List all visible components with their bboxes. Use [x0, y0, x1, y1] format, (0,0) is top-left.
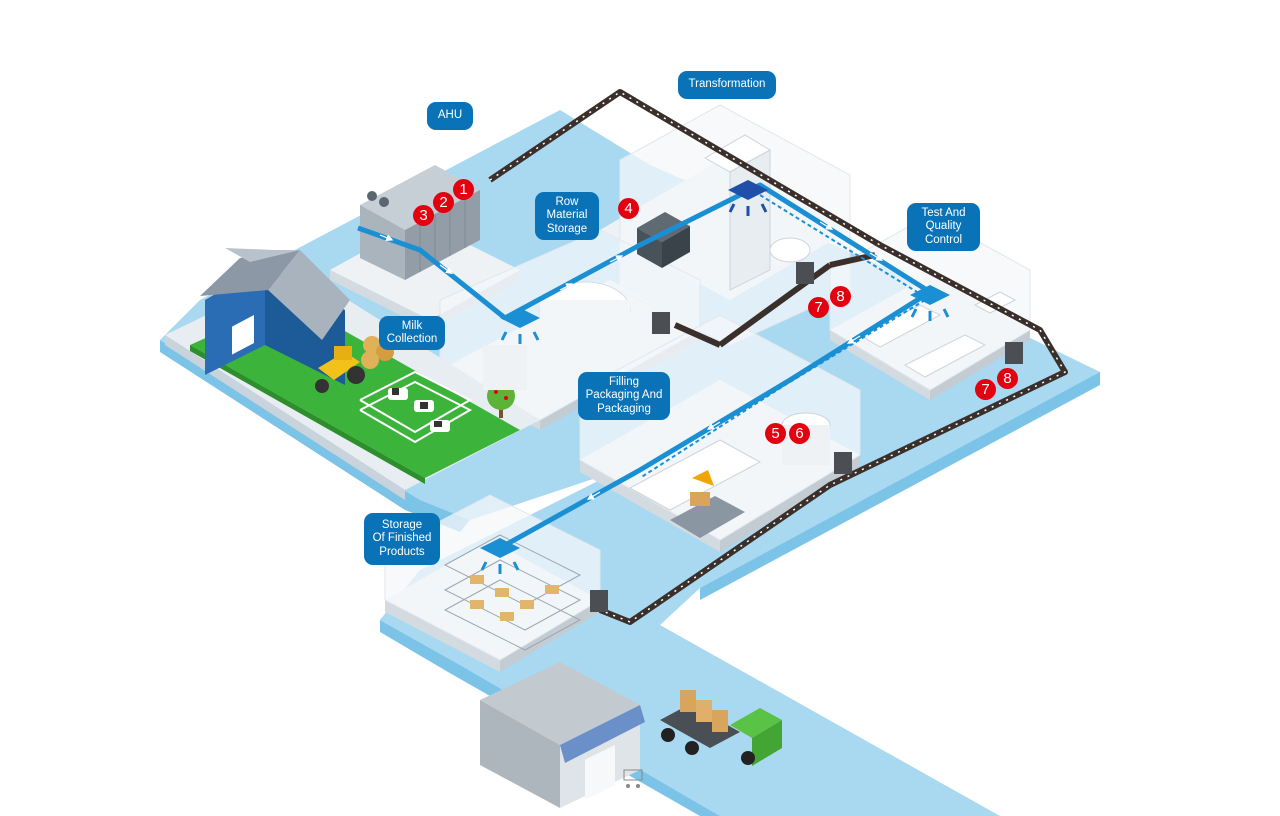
- fan-icon: [379, 197, 389, 207]
- air-diffuser-icon: [500, 308, 540, 344]
- fan-icon: [367, 191, 377, 201]
- marker-3: 3: [413, 205, 434, 226]
- marker-5: 5: [765, 423, 786, 444]
- marker-7: 7: [975, 379, 996, 400]
- cows: [388, 388, 450, 432]
- air-diffuser-icon: [480, 538, 520, 574]
- exhaust-vent-icon: [834, 452, 852, 474]
- ahu-unit: [360, 165, 480, 280]
- process-box: [637, 212, 690, 268]
- duct-flow-arrows: [379, 221, 884, 500]
- shopping-cart-icon: [623, 769, 643, 788]
- storage-tanks: [483, 281, 631, 390]
- tractor: [315, 336, 394, 393]
- label-transformation: Transformation: [678, 71, 776, 99]
- exhaust-vent-icon: [796, 262, 814, 284]
- exhaust-vent-icon: [1005, 342, 1023, 364]
- exhaust-vent-icon: [590, 590, 608, 612]
- exhaust-vents: [590, 262, 1023, 612]
- marker-2: 2: [433, 192, 454, 213]
- delivery-truck: [660, 690, 782, 766]
- product-boxes: [470, 575, 559, 621]
- cow-icon: [430, 420, 450, 432]
- marker-7: 7: [808, 297, 829, 318]
- barn: [200, 248, 350, 385]
- cow-icon: [388, 388, 408, 400]
- exhaust-vent-icon: [652, 312, 670, 334]
- marker-8: 8: [830, 286, 851, 307]
- diffusers: [480, 180, 950, 574]
- retail-store: [480, 662, 645, 808]
- air-diffuser-icon: [728, 180, 768, 216]
- label-ahu: AHU: [427, 102, 473, 130]
- cow-icon: [414, 400, 434, 412]
- air-diffuser-icon: [910, 285, 950, 321]
- marker-6: 6: [789, 423, 810, 444]
- marker-1: 1: [453, 179, 474, 200]
- filling-line: [628, 412, 831, 538]
- marker-4: 4: [618, 198, 639, 219]
- marker-8: 8: [997, 368, 1018, 389]
